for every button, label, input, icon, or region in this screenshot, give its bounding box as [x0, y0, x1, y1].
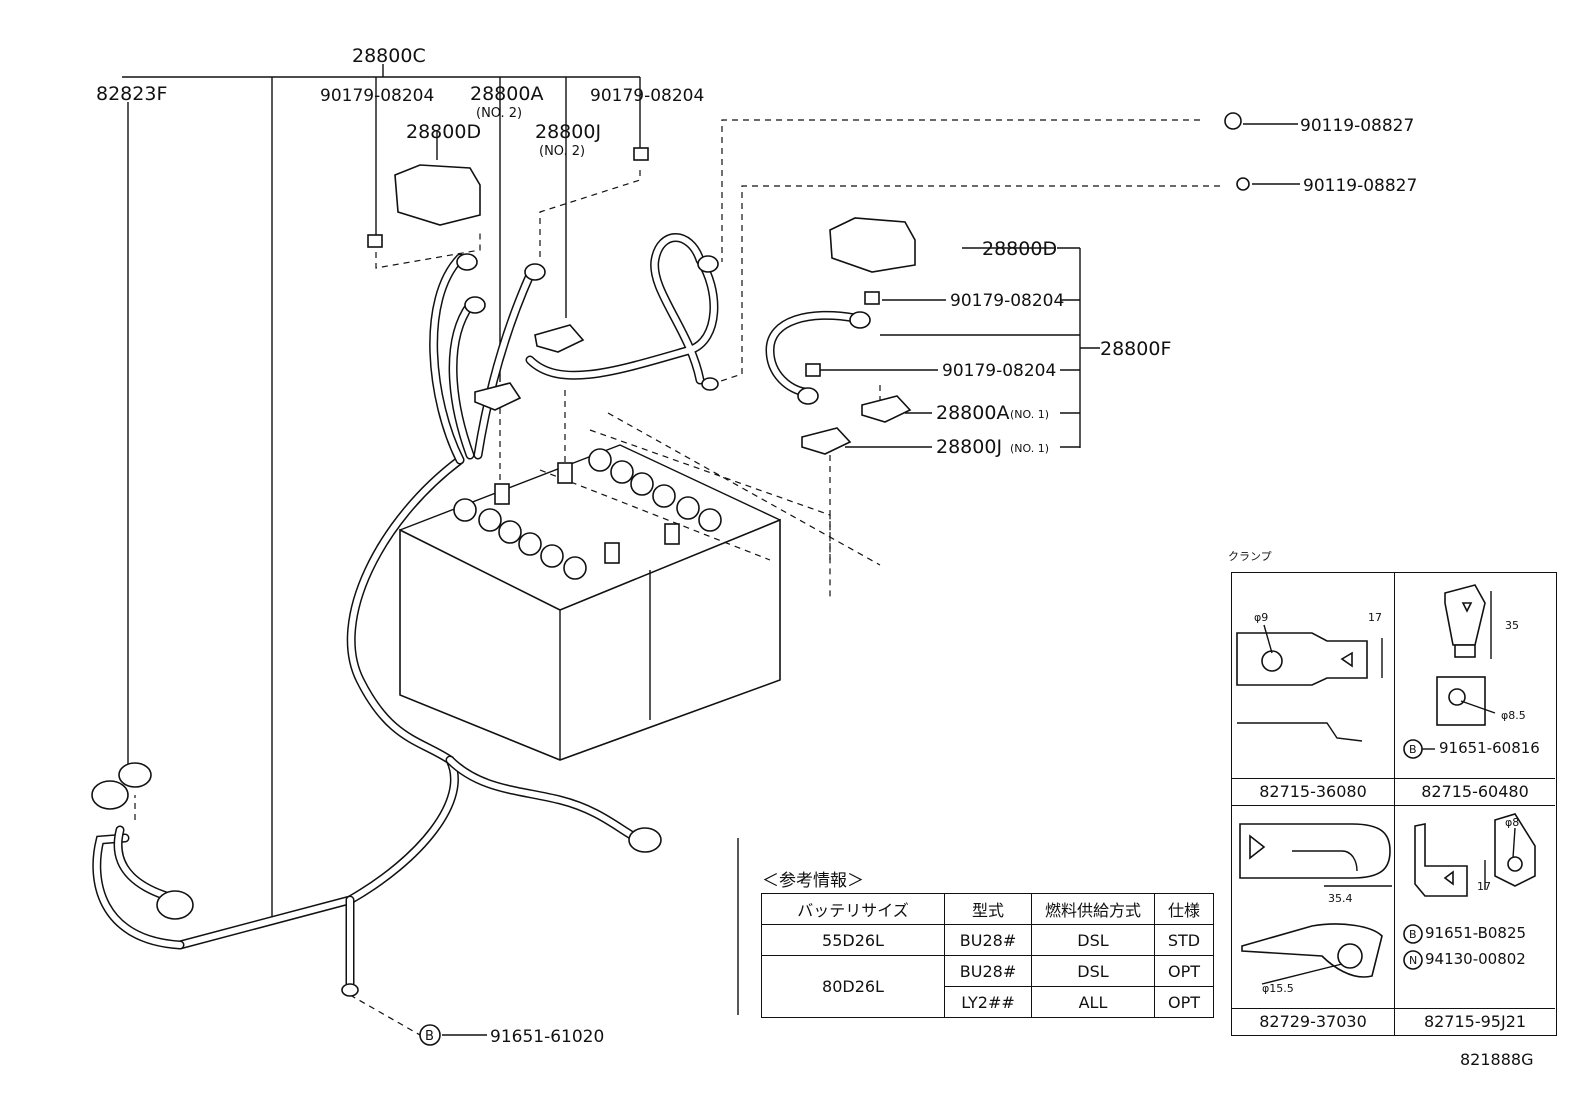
- cell-model: LY2##: [944, 986, 1032, 1018]
- b-mark-60816: B: [1409, 743, 1417, 756]
- part-number-82715-60480: 82715-60480: [1395, 778, 1555, 805]
- dim-diameter: φ15.5: [1262, 982, 1294, 995]
- header-fuel-system: 燃料供給方式: [1031, 893, 1155, 925]
- cell-spec: OPT: [1154, 986, 1214, 1018]
- part-number-82715-36080: 82715-36080: [1232, 778, 1394, 805]
- dim-diameter: φ9: [1254, 611, 1268, 624]
- label-28800J-no2: 28800J: [535, 121, 601, 143]
- clamp-drawing-82715-95J21: φ8 17 B N: [1403, 813, 1536, 970]
- leader-28800F: [820, 247, 1100, 448]
- terminal-covers: [367, 112, 1300, 455]
- label-28800D-right: 28800D: [982, 238, 1057, 260]
- label-28800A-no1: 28800A: [936, 402, 1009, 424]
- battery-illustration: [399, 429, 831, 761]
- header-model: 型式: [944, 893, 1032, 925]
- clamp-drawing-82715-36080: φ9 17: [1236, 611, 1383, 742]
- clamp-cell-82715-36080: φ9 17 82715-36080: [1232, 573, 1395, 806]
- label-90179-08204-d: 90179-08204: [942, 361, 1056, 381]
- cell-model: BU28#: [944, 924, 1032, 956]
- table-row: 80D26L BU28# DSL OPT: [761, 955, 1214, 1018]
- label-28800D-top: 28800D: [406, 121, 481, 143]
- table-row: LY2## ALL OPT: [762, 986, 1214, 1018]
- dim-height: 35: [1505, 619, 1519, 632]
- label-28800C: 28800C: [352, 45, 426, 67]
- b-mark-91651-61020: B: [425, 1029, 434, 1044]
- label-82823F: 82823F: [96, 83, 167, 105]
- clamp-drawing-82729-37030: 35.4 φ15.5: [1239, 823, 1392, 995]
- cell-fuel: DSL: [1031, 955, 1155, 987]
- reference-info-caption: ＜参考情報＞: [762, 871, 864, 891]
- table-row: 55D26L BU28# DSL STD: [761, 924, 1214, 956]
- table-header-row: バッテリサイズ 型式 燃料供給方式 仕様: [761, 893, 1214, 925]
- cell-model: BU28#: [944, 955, 1032, 987]
- cell-spec: OPT: [1154, 955, 1214, 987]
- header-spec: 仕様: [1154, 893, 1214, 925]
- label-28800J-no2-sub: (NO. 2): [539, 144, 585, 159]
- dashed-leaders: [134, 119, 1220, 1036]
- cell-fuel: DSL: [1031, 924, 1155, 956]
- cell-fuel: ALL: [1031, 986, 1155, 1018]
- dim-width: 17: [1477, 880, 1491, 893]
- battery-terminal-caps: [453, 448, 722, 580]
- label-90119-08827-b: 90119-08827: [1303, 176, 1417, 196]
- clamp-drawing-82715-60480: 35 φ8.5 B: [1403, 584, 1526, 759]
- nut-94130-00802: 94130-00802: [1425, 950, 1526, 968]
- label-90179-08204-c: 90179-08204: [950, 291, 1064, 311]
- label-90179-08204-a: 90179-08204: [320, 86, 434, 106]
- dim-hole: φ8.5: [1501, 709, 1526, 722]
- label-90179-08204-b: 90179-08204: [590, 86, 704, 106]
- cell-size: 80D26L: [761, 955, 945, 1018]
- label-28800A-no2: 28800A: [470, 83, 543, 105]
- bolt-91651-60816: 91651-60816: [1439, 739, 1540, 757]
- bolt-91651-B0825: 91651-B0825: [1425, 924, 1527, 942]
- n-mark-00802: N: [1409, 954, 1417, 967]
- dim-length: 35.4: [1328, 892, 1353, 905]
- dim-hole: φ8: [1505, 816, 1519, 829]
- label-91651-61020: 91651-61020: [490, 1027, 604, 1047]
- label-28800A-no1-sub: (NO. 1): [1010, 408, 1049, 421]
- part-number-82715-95J21: 82715-95J21: [1395, 1008, 1555, 1035]
- diagram-code: 821888G: [1460, 1050, 1534, 1069]
- dim-width: 17: [1368, 611, 1382, 624]
- cell-size: 55D26L: [761, 924, 945, 956]
- positive-cable-28800F: [765, 310, 871, 405]
- cell-spec: STD: [1154, 924, 1214, 956]
- part-number-82729-37030: 82729-37030: [1232, 1008, 1394, 1035]
- label-28800A-no2-sub: (NO. 2): [476, 106, 522, 121]
- battery-reference-table: バッテリサイズ 型式 燃料供給方式 仕様 55D26L BU28# DSL ST…: [761, 893, 1214, 1018]
- clamp-cell-82715-95J21: φ8 17 B N 91651-B0825 94130-00802 82715-…: [1395, 806, 1555, 1035]
- label-28800F: 28800F: [1100, 338, 1171, 360]
- clamp-cell-82715-60480: 35 φ8.5 B 91651-60816 82715-60480: [1395, 573, 1555, 806]
- label-28800J-no1-sub: (NO. 1): [1010, 442, 1049, 455]
- label-90119-08827-a: 90119-08827: [1300, 116, 1414, 136]
- label-28800J-no1: 28800J: [936, 436, 1002, 458]
- battery-harness-cable: [91, 233, 719, 997]
- clamp-parts-grid: φ9 17 82715-36080 35 φ8.5 B 91651-60816 …: [1231, 572, 1557, 1036]
- b-mark-b0825: B: [1409, 928, 1417, 941]
- clamp-section-title: クランプ: [1228, 550, 1272, 563]
- part-labels: 28800C 82823F 90179-08204 28800A (NO. 2)…: [96, 45, 1417, 1047]
- header-battery-size: バッテリサイズ: [761, 893, 945, 925]
- leader-28800C: [122, 64, 641, 920]
- clamp-cell-82729-37030: 35.4 φ15.5 82729-37030: [1232, 806, 1395, 1035]
